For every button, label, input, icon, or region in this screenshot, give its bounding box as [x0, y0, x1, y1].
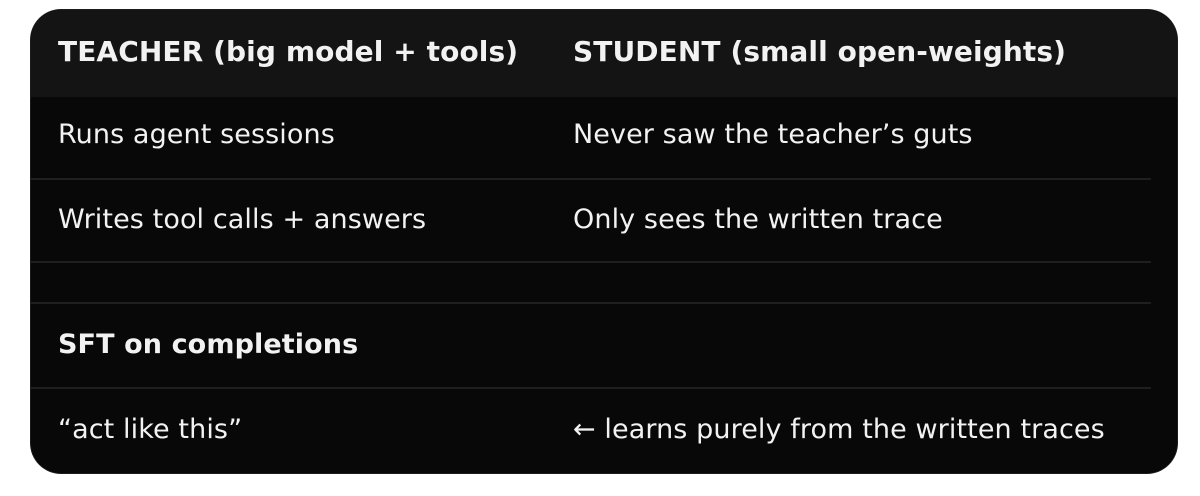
row-divider [31, 178, 1151, 180]
header-student: STUDENT (small open-weights) [573, 35, 1067, 68]
row-divider [31, 261, 1151, 263]
table-header: TEACHER (big model + tools) STUDENT (sma… [31, 10, 1177, 97]
header-teacher: TEACHER (big model + tools) [58, 35, 519, 68]
row-5-teacher: “act like this” [58, 414, 243, 445]
row-5-student: ← learns purely from the written traces [573, 414, 1105, 445]
row-2-teacher: Writes tool calls + answers [58, 204, 427, 235]
row-1-student: Never saw the teacher’s guts [573, 119, 973, 150]
row-1-teacher: Runs agent sessions [58, 119, 335, 150]
row-2-student: Only sees the written trace [573, 204, 943, 235]
row-divider [31, 302, 1151, 304]
row-4-teacher: SFT on completions [58, 329, 359, 360]
comparison-table: TEACHER (big model + tools) STUDENT (sma… [31, 10, 1177, 473]
row-divider [31, 387, 1151, 389]
